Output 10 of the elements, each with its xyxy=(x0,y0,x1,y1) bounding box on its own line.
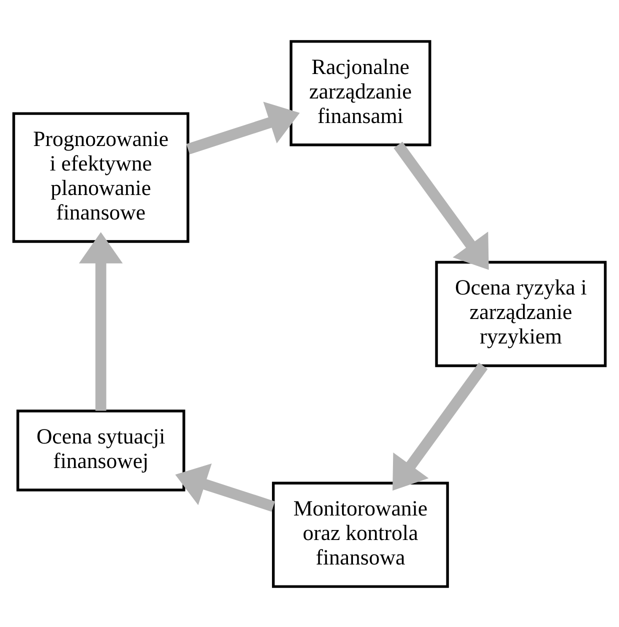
arrow xyxy=(392,362,488,490)
arrow xyxy=(394,141,489,270)
arrow xyxy=(186,101,300,154)
node-box: Prognozowanie i efektywne planowanie finansowe xyxy=(12,112,190,242)
arrow xyxy=(78,232,123,410)
node-box: Ocena sytuacji finansowej xyxy=(16,409,186,491)
node-box: Monitorowanie oraz kontrola finansowa xyxy=(272,481,449,588)
node-box: Ocena ryzyka i zarządzanie ryzykiem xyxy=(435,260,607,367)
arrow xyxy=(175,463,275,512)
node-box: Racjonalne zarządzanie finansami xyxy=(290,40,432,146)
